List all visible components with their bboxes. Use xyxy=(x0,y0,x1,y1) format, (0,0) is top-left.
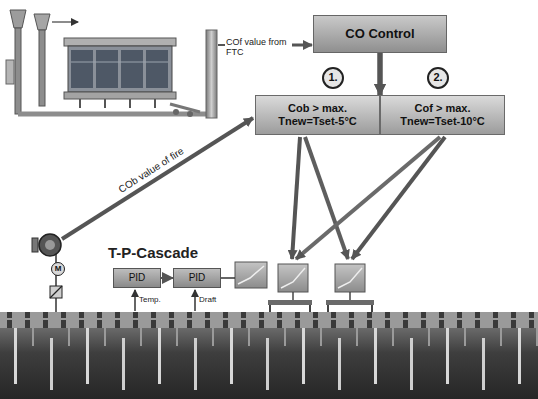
group-title: T-P-Cascade xyxy=(108,245,198,262)
callout-circle: 1. xyxy=(322,67,344,89)
pid-block: PID xyxy=(173,268,221,288)
signal-label: COf value from FTC xyxy=(226,38,292,58)
label-text: COb value of fire xyxy=(116,145,185,195)
label-text: COf value from FTC xyxy=(226,37,287,57)
label-text: Draft xyxy=(199,295,216,304)
signal-label: Draft xyxy=(199,296,216,305)
node-text: M xyxy=(55,264,62,274)
node-text: Cof > max. xyxy=(415,102,471,115)
connector-arrow xyxy=(378,53,383,95)
motor-symbol: M xyxy=(51,262,65,276)
node-text: Tnew=Tset-10°C xyxy=(400,115,485,128)
signal-label: COb value of fire xyxy=(115,144,187,196)
node-text: PID xyxy=(189,272,206,284)
pid-block: PID xyxy=(113,268,161,288)
condition-box: Cob > max.Tnew=Tset-5°C xyxy=(255,95,380,135)
node-text: PID xyxy=(129,272,146,284)
node-text: Cob > max. xyxy=(288,102,347,115)
node-text: 1. xyxy=(328,71,337,84)
signal-label: Temp. xyxy=(139,296,161,305)
control-box: CO Control xyxy=(313,15,447,53)
node-text: 2. xyxy=(433,71,442,84)
label-text: T-P-Cascade xyxy=(108,244,198,261)
condition-box: Cof > max.Tnew=Tset-10°C xyxy=(380,95,505,135)
node-text: Tnew=Tset-5°C xyxy=(278,115,356,128)
label-text: Temp. xyxy=(139,295,161,304)
connector-arrow xyxy=(161,277,173,279)
connector-arrow xyxy=(378,53,383,95)
callout-circle: 2. xyxy=(427,67,449,89)
node-text: CO Control xyxy=(345,26,414,42)
